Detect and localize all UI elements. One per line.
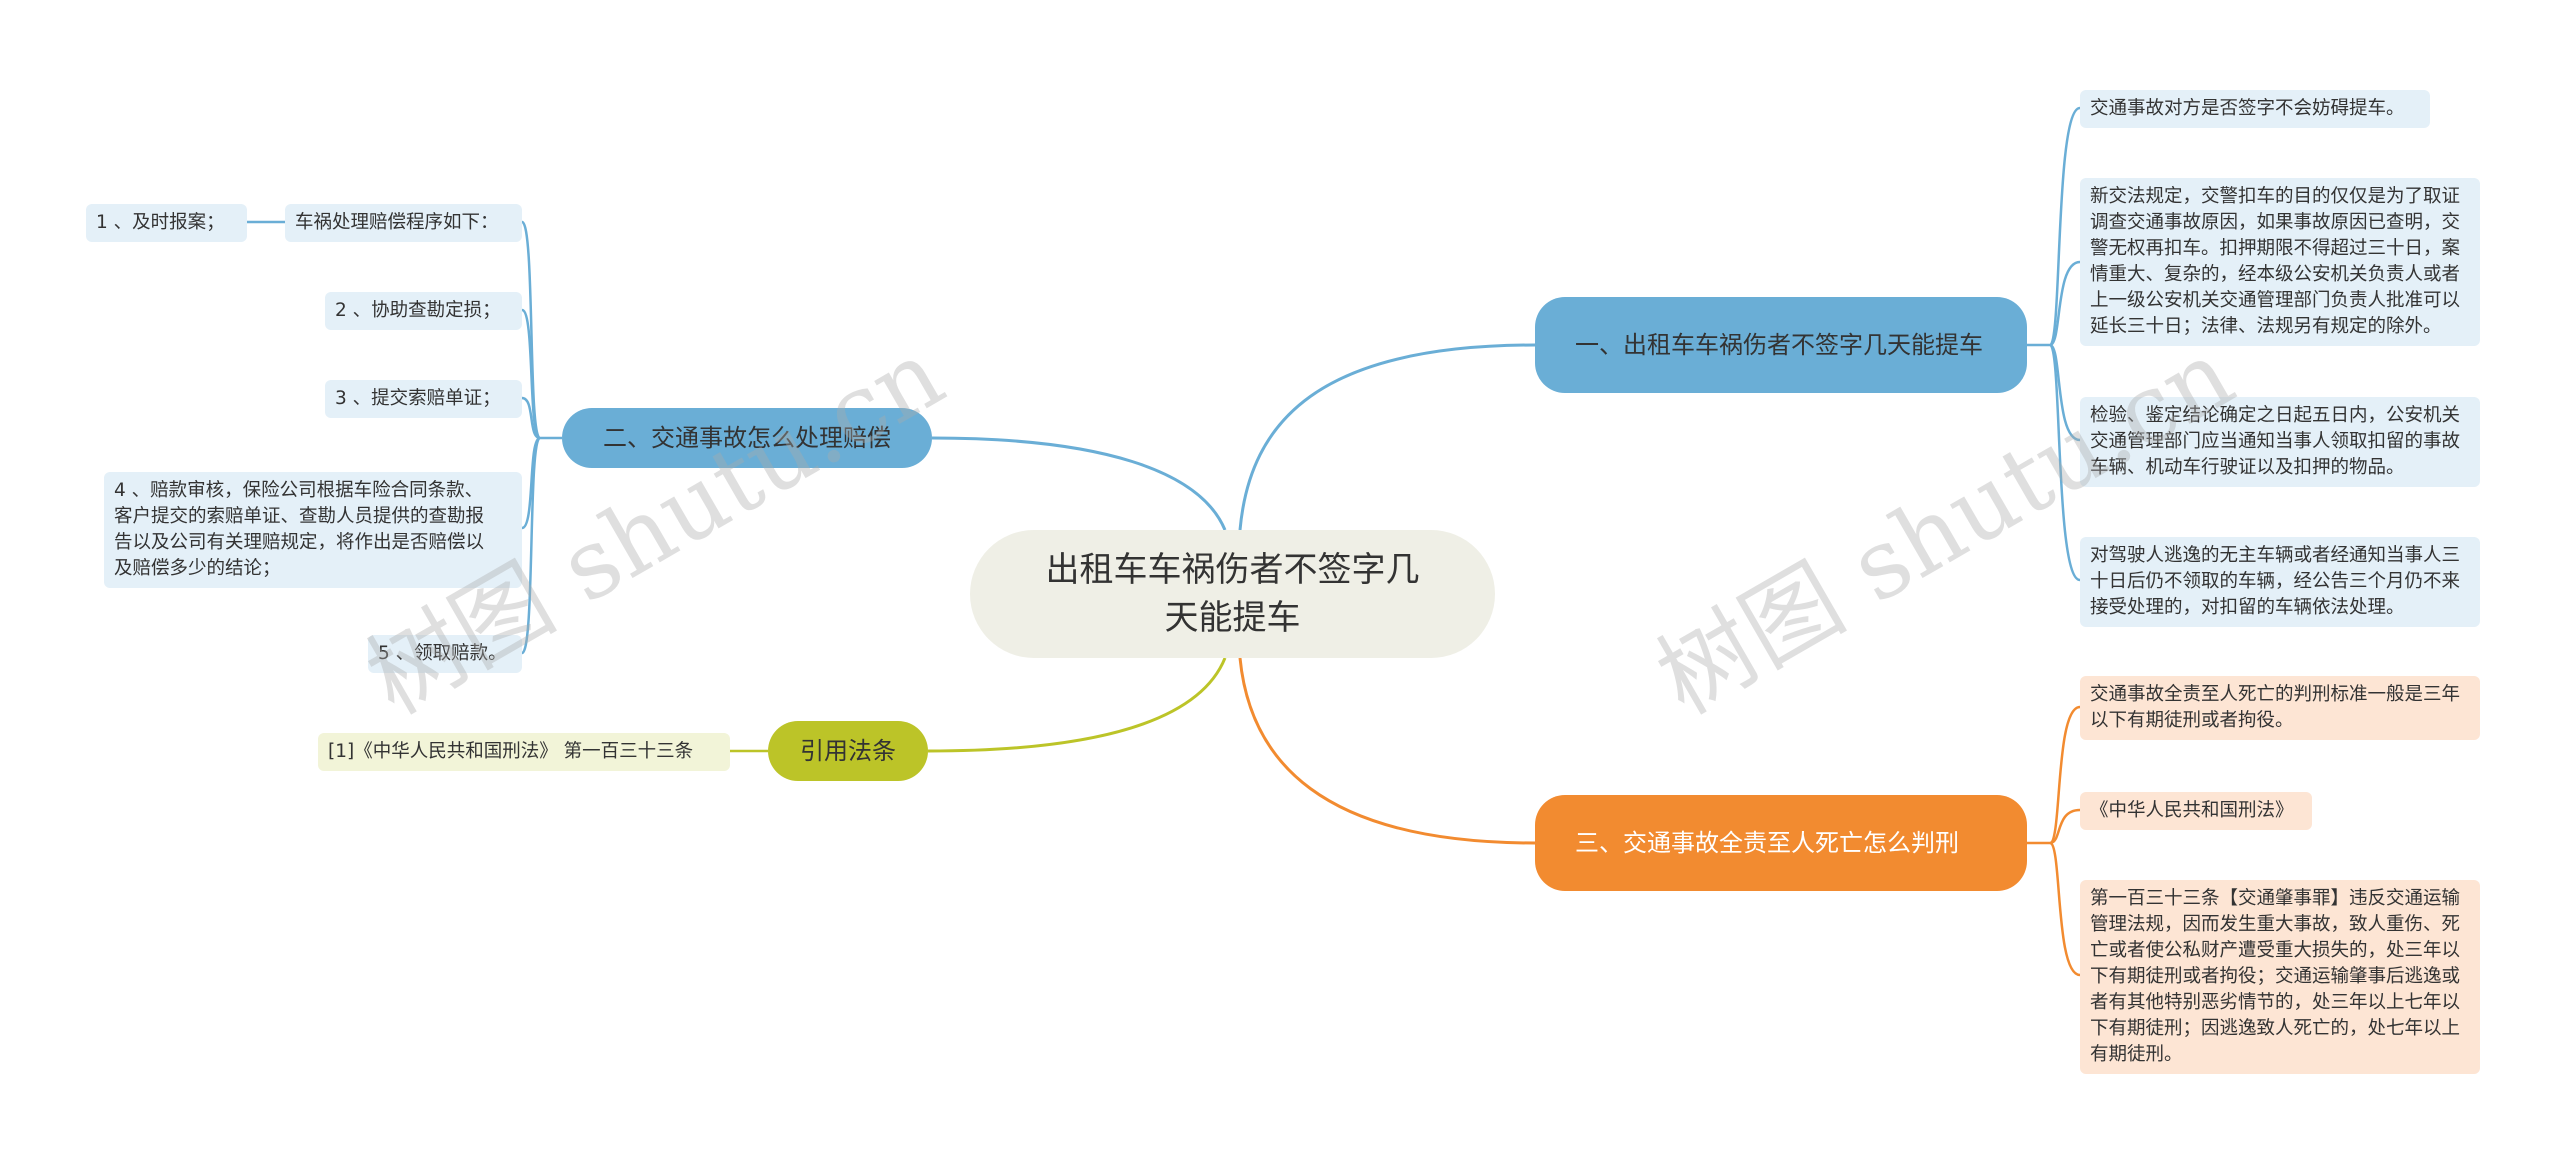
branch-1-node[interactable]: 一、出租车车祸伤者不签字几天能提车: [1535, 297, 2027, 393]
branch-3-leaf-2[interactable]: 《中华人民共和国刑法》: [2080, 792, 2312, 830]
branch-3-label: 三、交通事故全责至人死亡怎么判刑: [1575, 828, 1959, 857]
branch-1-label: 一、出租车车祸伤者不签字几天能提车: [1575, 330, 1983, 359]
branch-3-leaf-3[interactable]: 第一百三十三条【交通肇事罪】违反交通运输 管理法规，因而发生重大事故，致人重伤、…: [2080, 880, 2480, 1074]
branch-2-node[interactable]: 二、交通事故怎么处理赔偿: [562, 408, 932, 468]
branch-1-leaf-3[interactable]: 检验、鉴定结论确定之日起五日内，公安机关 交通管理部门应当通知当事人领取扣留的事…: [2080, 397, 2480, 487]
branch-2-subleaf-1[interactable]: 1 、及时报案；: [86, 204, 247, 242]
branch-4-label: 引用法条: [800, 736, 896, 765]
branch-1-leaf-4[interactable]: 对驾驶人逃逸的无主车辆或者经通知当事人三 十日后仍不领取的车辆，经公告三个月仍不…: [2080, 537, 2480, 627]
branch-1-leaf-1[interactable]: 交通事故对方是否签字不会妨碍提车。: [2080, 90, 2430, 128]
branch-2-leaf-1[interactable]: 车祸处理赔偿程序如下：: [285, 204, 522, 242]
branch-2-leaf-3[interactable]: 3 、提交索赔单证；: [325, 380, 522, 418]
branch-3-node[interactable]: 三、交通事故全责至人死亡怎么判刑: [1535, 795, 2027, 891]
branch-2-leaf-2[interactable]: 2 、协助查勘定损；: [325, 292, 522, 330]
branch-2-label: 二、交通事故怎么处理赔偿: [603, 423, 891, 452]
branch-1-leaf-2[interactable]: 新交法规定，交警扣车的目的仅仅是为了取证 调查交通事故原因，如果事故原因已查明，…: [2080, 178, 2480, 346]
central-topic-label: 出租车车祸伤者不签字几天能提车: [1045, 550, 1420, 638]
branch-4-leaf-1[interactable]: [1]《中华人民共和国刑法》 第一百三十三条: [318, 733, 730, 771]
branch-2-leaf-4[interactable]: 4 、赔款审核，保险公司根据车险合同条款、 客户提交的索赔单证、查勘人员提供的查…: [104, 472, 522, 588]
central-topic[interactable]: 出租车车祸伤者不签字几天能提车: [970, 530, 1495, 658]
branch-3-leaf-1[interactable]: 交通事故全责至人死亡的判刑标准一般是三年 以下有期徒刑或者拘役。: [2080, 676, 2480, 740]
branch-2-leaf-5[interactable]: 5 、领取赔款。: [368, 635, 522, 673]
branch-4-node[interactable]: 引用法条: [768, 721, 928, 781]
